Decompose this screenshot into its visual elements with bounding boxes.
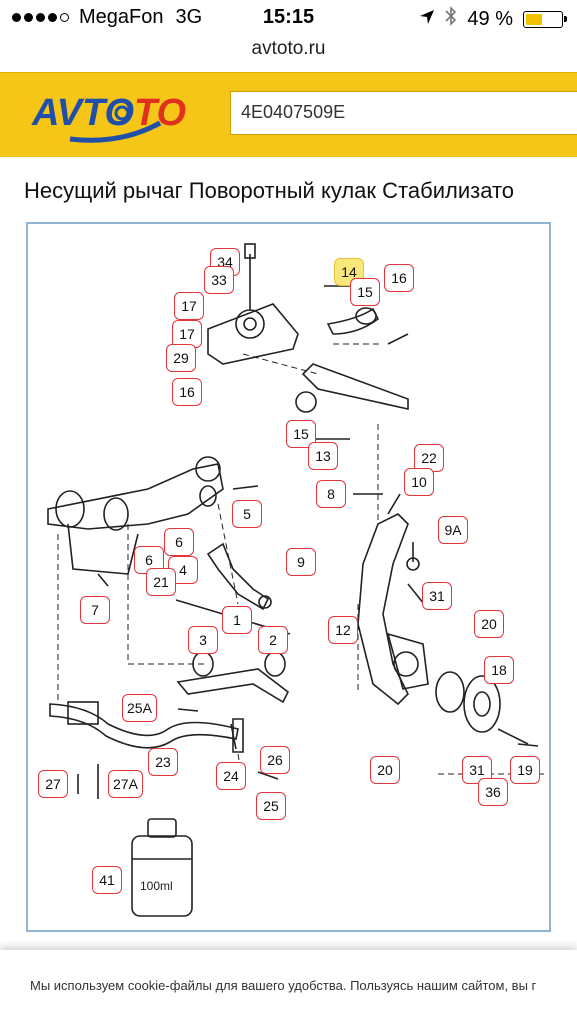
diagram-drawing: 100ml xyxy=(47,243,548,917)
search-input[interactable]: 4E0407509E xyxy=(230,91,577,135)
callout-27[interactable]: 27 xyxy=(38,770,68,798)
site-header: AVTO TO 4E0407509E xyxy=(0,72,577,157)
carrier-name: MegaFon xyxy=(79,6,164,28)
callout-24[interactable]: 24 xyxy=(216,762,246,790)
status-time: 15:15 xyxy=(262,6,315,28)
callout-25a[interactable]: 25A xyxy=(122,694,157,722)
status-bar: MegaFon 3G 15:15 49 % xyxy=(0,0,577,38)
cookie-text: Мы используем cookie-файлы для вашего уд… xyxy=(30,978,537,993)
callout-7[interactable]: 7 xyxy=(80,596,110,624)
callout-23[interactable]: 23 xyxy=(148,748,178,776)
callout-21[interactable]: 21 xyxy=(146,568,176,596)
callout-9[interactable]: 9 xyxy=(286,548,316,576)
battery-percent: 49 % xyxy=(467,7,513,30)
network-type: 3G xyxy=(175,6,203,28)
callout-16[interactable]: 16 xyxy=(384,264,414,292)
browser-url[interactable]: avtoto.ru xyxy=(251,38,326,59)
parts-diagram: 100ml 34 33 14 15 16 17 17 29 16 15 13 2… xyxy=(26,222,551,932)
callout-17b[interactable]: 17 xyxy=(172,320,202,348)
callout-22[interactable]: 22 xyxy=(414,444,444,472)
callout-12[interactable]: 12 xyxy=(328,616,358,644)
callout-6b[interactable]: 6 xyxy=(164,528,194,556)
callout-41[interactable]: 41 xyxy=(92,866,122,894)
callout-36[interactable]: 36 xyxy=(478,778,508,806)
location-arrow-icon xyxy=(419,8,435,31)
status-right: 49 % xyxy=(419,6,567,32)
callout-27a[interactable]: 27A xyxy=(108,770,143,798)
callout-31[interactable]: 31 xyxy=(422,582,452,610)
svg-text:TO: TO xyxy=(134,92,186,134)
callout-17[interactable]: 17 xyxy=(174,292,204,320)
callout-18[interactable]: 18 xyxy=(484,656,514,684)
callout-25[interactable]: 25 xyxy=(256,792,286,820)
callout-20b[interactable]: 20 xyxy=(370,756,400,784)
callout-8[interactable]: 8 xyxy=(316,480,346,508)
avtoto-logo[interactable]: AVTO TO xyxy=(30,87,210,147)
callout-10[interactable]: 10 xyxy=(404,468,434,496)
callout-20[interactable]: 20 xyxy=(474,610,504,638)
cookie-banner[interactable]: Мы используем cookie-файлы для вашего уд… xyxy=(0,950,577,1024)
callout-13[interactable]: 13 xyxy=(308,442,338,470)
bluetooth-icon xyxy=(445,6,457,32)
callout-9a[interactable]: 9A xyxy=(438,516,468,544)
callout-29[interactable]: 29 xyxy=(166,344,196,372)
callout-15[interactable]: 15 xyxy=(350,278,380,306)
bottle-label: 100ml xyxy=(140,879,173,893)
battery-icon xyxy=(523,10,567,28)
callout-5[interactable]: 5 xyxy=(232,500,262,528)
svg-text:AVTO: AVTO xyxy=(31,92,134,134)
callout-3[interactable]: 3 xyxy=(188,626,218,654)
callout-16b[interactable]: 16 xyxy=(172,378,202,406)
callout-19[interactable]: 19 xyxy=(510,756,540,784)
callout-26[interactable]: 26 xyxy=(260,746,290,774)
callout-33[interactable]: 33 xyxy=(204,266,234,294)
callout-1[interactable]: 1 xyxy=(222,606,252,634)
signal-icon xyxy=(12,13,69,22)
callout-2[interactable]: 2 xyxy=(258,626,288,654)
status-left: MegaFon 3G xyxy=(12,6,202,29)
page-title: Несущий рычаг Поворотный кулак Стабилиза… xyxy=(24,178,515,203)
